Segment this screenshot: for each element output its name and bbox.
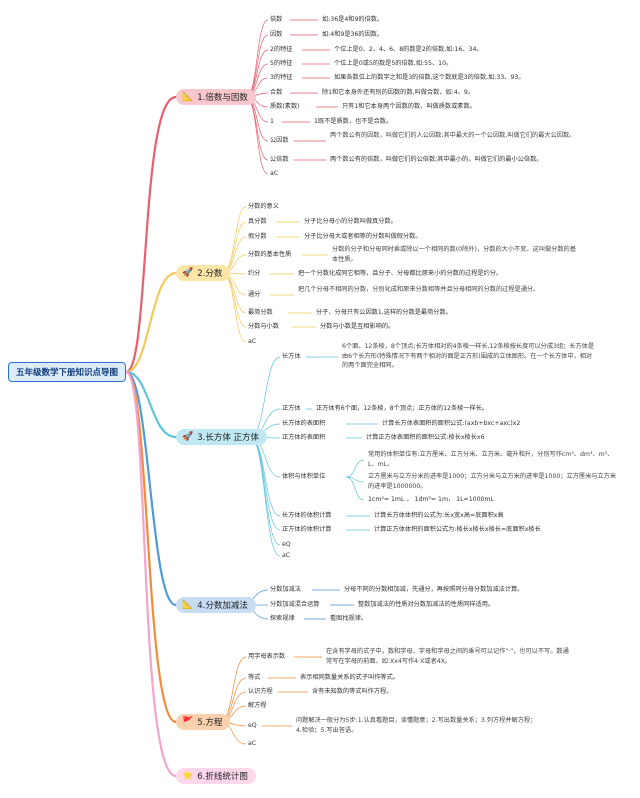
b4-term-0: 分数加减法	[270, 586, 301, 593]
b2-term-7: 分数与小数	[248, 323, 279, 330]
b2-term-0: 分数的意义	[248, 203, 279, 210]
b1-term-2: 2的特征	[270, 46, 293, 53]
b1-term-1: 因数	[270, 31, 283, 38]
root-node[interactable]: 五年级数学下册知识点导图	[8, 362, 126, 382]
b1-term-8: 公因数	[270, 137, 289, 144]
b4-term-2: 探索规律	[270, 615, 295, 622]
branch-2-title: 2.分数	[197, 269, 223, 279]
ruler-triangle-icon: 📐	[182, 600, 194, 610]
b2-term-3: 分数的基本性质	[248, 251, 292, 258]
branch-1-title: 1.倍数与因数	[197, 93, 248, 103]
branch-6-node[interactable]: ⭐ 6.折线统计图	[176, 768, 256, 784]
b1-desc-0: 如:36是4和9的倍数。	[322, 16, 384, 23]
b3-desc-5: 计算长方体体积的公式为:长x宽x高=底面积x高	[374, 512, 504, 519]
b2-desc-2: 分子比分母大或者相等的分数叫做假分数。	[304, 233, 422, 240]
b5-term-1: 等式	[248, 674, 261, 681]
b3-term-2: 长方体的表面积	[282, 420, 326, 427]
b1-term-7: 1	[270, 118, 274, 125]
b1-term-5: 合数	[270, 89, 283, 96]
b5-desc-4: 问题解决一般分为5步:1.认真看题目，读懂题意；2.写出数量关系；3.列方程并解…	[296, 717, 537, 734]
b2-term-2: 假分数	[248, 233, 267, 240]
branch-4-node[interactable]: 📐 4.分数加减法	[176, 597, 256, 613]
b3-desc-3: 计算正方体表面积的面积公式:棱长x棱长x6	[366, 434, 485, 441]
b1-desc-9: 两个数公有的倍数，叫做它们的公倍数;其中最小的，叫做它们的最小公倍数。	[330, 156, 543, 163]
branch-5-node[interactable]: 🚩 5.方程	[176, 714, 231, 730]
b1-desc-2: 个位上是0、2、4、6、8的数是2的倍数,如:16、34。	[334, 46, 483, 53]
branch-3-node[interactable]: 🚀 3.长方体 正方体	[176, 429, 268, 445]
branch-6-title: 6.折线统计图	[197, 772, 248, 782]
b3-term-4: 体积与体积单位	[282, 473, 326, 480]
b1-desc-5: 除1和它本身外还有别的因数的数,叫做合数，如:4、9。	[322, 89, 474, 96]
b1-desc-6: 只有1和它本身两个因数的数，叫做质数或素数。	[342, 103, 476, 110]
b2-desc-4: 把一个分数化成同它相等，且分子、分母都比原来小的分数的过程是约分。	[298, 270, 503, 277]
b5-desc-1: 表示相同数量关系的式子叫作等式。	[300, 674, 399, 681]
b3-term-7: eQ	[282, 541, 291, 548]
b3-sub-2: 1cm³= 1mL ， 1dm³= 1m， 1L=1000mL	[368, 496, 494, 503]
b3-desc-2: 计算长方体表面积的面积公式:(axb+bxc+axc)x2	[382, 420, 521, 427]
b3-desc-0: 6个面，12条棱，8个顶点;长方体相对的4条棱一样长,12条棱按长度可以分成3组…	[342, 343, 595, 370]
b2-desc-6: 分子、分母只有公因数1,这样的分数是最简分数。	[316, 309, 452, 316]
b3-term-6: 正方体的体积计算	[282, 526, 332, 533]
b2-desc-5: 把几个分母不相同的分数，分别化成和原来分数相等并且分母相同的分数的过程是通分。	[298, 286, 540, 293]
b1-term-4: 3的特征	[270, 74, 293, 81]
b5-desc-2: 含有未知数的等式叫作方程。	[312, 688, 393, 695]
b1-desc-7: 1既不是质数，也不是合数。	[314, 118, 393, 125]
branch-3-title: 3.长方体 正方体	[197, 433, 260, 443]
b4-desc-2: 看图找规律。	[330, 615, 368, 622]
b3-desc-1: 正方体有6个面，12条棱，8个顶点；正方体的12条棱一样长。	[316, 405, 489, 412]
b4-term-1: 分数加减混合运算	[270, 601, 320, 608]
b3-term-3: 正方体的表面积	[282, 434, 326, 441]
b3-sub-1: 立方厘米与立方分米的进率是1000；立方分米与立方米的进率是1000；立方厘米与…	[368, 473, 617, 490]
b1-desc-4: 如果各数位上的数字之和是3的倍数,这个数就是3的倍数,如:33、93。	[334, 74, 525, 81]
paper-plane-icon: 🚀	[182, 432, 194, 442]
branch-4-title: 4.分数加减法	[197, 601, 248, 611]
branch-1-node[interactable]: 📐 1.倍数与因数	[176, 89, 256, 105]
b1-term-10: aC	[270, 170, 279, 177]
b2-desc-1: 分子比分母小的分数叫做真分数。	[304, 218, 397, 225]
b1-term-6: 质数(素数)	[270, 103, 300, 110]
branch-5-title: 5.方程	[197, 718, 223, 728]
b3-term-8: aC	[282, 552, 291, 559]
b5-term-5: aC	[248, 740, 257, 747]
b4-desc-1: 整数加减法的性质对分数加减法的性质同样适用。	[358, 601, 495, 608]
b5-term-2: 认识方程	[248, 688, 273, 695]
b1-term-9: 公倍数	[270, 156, 289, 163]
b2-term-8: aC	[248, 338, 257, 345]
b1-term-0: 倍数	[270, 16, 283, 23]
b5-term-0: 用字母表示数	[248, 653, 286, 660]
b1-desc-3: 个位上是0或5的数是5的倍数,如:55、10。	[334, 60, 453, 67]
b1-desc-1: 如:4和9是36的因数。	[322, 31, 384, 38]
b2-desc-3: 分数的分子和分母同时乘或除以一个相同的数(0除外)，分数的大小不变。这叫做分数的…	[332, 246, 576, 263]
b5-term-3: 解方程	[248, 702, 267, 709]
b1-term-3: 5的特征	[270, 60, 293, 67]
b3-term-1: 正方体	[282, 405, 301, 412]
b3-desc-6: 计算正方体体积的面积公式为:棱长x棱长x棱长=底面积x棱长	[374, 526, 541, 533]
b5-desc-0: 在含有字母的式子中，数和字母、字母和字母之间的乘号可以记作"·"，也可以不写。数…	[326, 648, 569, 665]
b1-desc-8: 两个数公有的因数，叫做它们的人公因数;其中最大的一个公因数,叫做它们的最大公因数…	[330, 132, 576, 139]
b2-desc-7: 分数与小数是互相影响的。	[320, 323, 395, 330]
b2-term-4: 约分	[248, 270, 261, 277]
b2-term-1: 真分数	[248, 218, 267, 225]
b3-term-0: 长方体	[282, 353, 301, 360]
paper-plane-icon: 🚀	[182, 268, 194, 278]
b5-term-4: eQ	[248, 722, 257, 729]
star-icon: ⭐	[182, 771, 194, 781]
branch-2-node[interactable]: 🚀 2.分数	[176, 265, 231, 281]
ruler-triangle-icon: 📐	[182, 92, 194, 102]
b3-sub-0: 常用的体积单位有:立方厘米、立方分米、立方米、毫升和升，分别写作cm³、dm³、…	[368, 451, 614, 468]
flag-icon: 🚩	[182, 717, 194, 727]
b2-term-6: 最简分数	[248, 309, 273, 316]
b4-desc-0: 分母不同的分数相加减，先通分，再按照同分母分数加减法计算。	[344, 586, 524, 593]
b2-term-5: 通分	[248, 291, 261, 298]
b3-term-5: 长方体的体积计算	[282, 512, 332, 519]
